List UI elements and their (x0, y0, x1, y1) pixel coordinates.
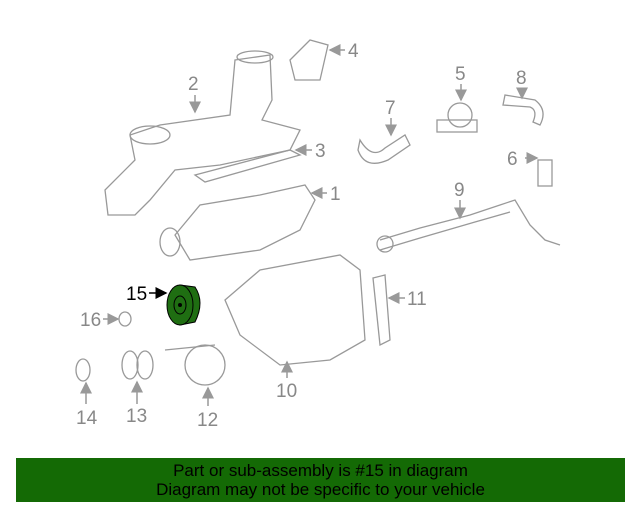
callout-3: 3 (315, 141, 326, 162)
callout-4: 4 (348, 41, 359, 62)
part-14[interactable] (75, 358, 91, 382)
part-supercharger[interactable] (159, 184, 316, 261)
part-hose-8[interactable] (502, 94, 544, 126)
part-intake-manifold[interactable] (104, 50, 301, 216)
callout-13: 13 (126, 406, 147, 427)
callout-5: 5 (455, 64, 466, 85)
part-pulley-13[interactable] (121, 350, 154, 380)
callout-8: 8 (516, 68, 527, 89)
callout-2: 2 (188, 74, 199, 95)
banner-disclaimer: Diagram may not be specific to your vehi… (156, 480, 485, 499)
callout-1: 1 (330, 184, 341, 205)
part-hose-7[interactable] (357, 134, 411, 164)
callout-14: 14 (76, 408, 98, 429)
callout-15-highlighted: 15 (126, 284, 147, 305)
callout-11: 11 (407, 289, 427, 310)
callout-12: 12 (197, 410, 218, 431)
parts-diagram: 2 3 4 1 5 6 7 8 9 10 11 12 13 14 15 16 (75, 39, 561, 431)
part-bracket-4[interactable] (289, 39, 329, 81)
callout-7: 7 (385, 98, 396, 119)
part-bracket-10[interactable] (224, 254, 366, 366)
part-tensioner-12[interactable] (164, 344, 226, 386)
part-tube-9[interactable] (379, 199, 561, 251)
callout-16: 16 (80, 310, 101, 331)
callout-6: 6 (507, 149, 518, 170)
part-16[interactable] (118, 311, 132, 327)
callout-9: 9 (454, 180, 465, 201)
callout-10: 10 (276, 381, 297, 402)
banner-part-info: Part or sub-assembly is #15 in diagram (173, 461, 468, 480)
info-banner: Part or sub-assembly is #15 in diagram D… (16, 458, 625, 502)
part-6[interactable] (537, 159, 553, 187)
part-idler-pulley-15-highlighted[interactable] (166, 284, 201, 326)
part-valve-5[interactable] (436, 102, 478, 133)
part-11[interactable] (372, 274, 391, 347)
